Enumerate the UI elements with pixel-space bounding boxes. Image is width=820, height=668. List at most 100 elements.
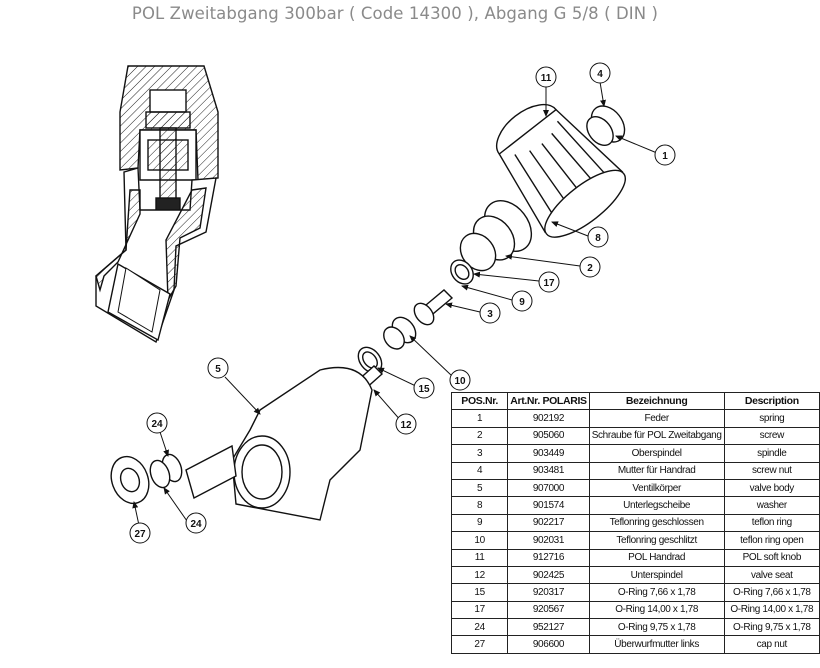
callout-3: 3 <box>479 302 501 324</box>
callout-2: 2 <box>579 256 601 278</box>
callout-12: 12 <box>395 413 417 435</box>
svg-text:2: 2 <box>587 263 593 274</box>
table-cell: 920567 <box>507 600 590 620</box>
header-article: Art.Nr. POLARIS <box>507 391 590 411</box>
table-cell: O-Ring 9,75 x 1,78 <box>588 618 725 637</box>
table-cell: 8 <box>450 496 509 515</box>
table-cell: POL Handrad <box>588 548 725 567</box>
callout-leaders <box>132 81 658 531</box>
parts-table: POS.Nr. Art.Nr. POLARIS Bezeichnung Desc… <box>450 391 820 654</box>
table-cell: 920317 <box>507 583 590 602</box>
table-cell: screw <box>723 426 820 446</box>
table-cell: POL soft knob <box>723 548 820 567</box>
table-cell: Oberspindel <box>588 444 725 463</box>
callout-10: 10 <box>449 369 471 391</box>
table-cell: O-Ring 9,75 x 1,78 <box>723 618 820 637</box>
table-cell: 902425 <box>507 565 590 585</box>
table-cell: spindle <box>723 444 820 463</box>
table-cell: Schraube für POL Zweitabgang <box>588 426 725 446</box>
table-cell: 4 <box>450 461 509 480</box>
table-cell: 24 <box>450 618 509 637</box>
table-cell: 912716 <box>507 548 590 567</box>
table-cell: 906600 <box>507 635 590 654</box>
table-cell: 903449 <box>507 444 590 463</box>
svg-text:10: 10 <box>454 376 466 387</box>
svg-text:17: 17 <box>543 278 555 289</box>
table-cell: Unterspindel <box>588 565 725 585</box>
callout-9: 9 <box>511 290 533 312</box>
table-cell: 901574 <box>507 496 590 515</box>
table-cell: 3 <box>450 444 509 463</box>
callout-15: 15 <box>413 377 435 399</box>
table-cell: 10 <box>450 531 509 550</box>
table-cell: 11 <box>450 548 509 567</box>
callout-bubbles: 11 4 1 8 2 17 9 3 10 5 15 12 24 24 27 <box>129 62 676 544</box>
table-cell: 905060 <box>507 426 590 446</box>
callout-8: 8 <box>587 226 609 248</box>
table-cell: Überwurfmutter links <box>588 635 725 654</box>
svg-text:9: 9 <box>519 297 525 308</box>
exploded-parts <box>110 103 626 521</box>
table-cell: Feder <box>588 409 725 428</box>
page-title: POL Zweitabgang 300bar ( Code 14300 ), A… <box>131 4 659 23</box>
handwheel-part <box>496 103 626 238</box>
table-header-row: POS.Nr. Art.Nr. POLARIS Bezeichnung Desc… <box>450 391 820 411</box>
table-cell: Unterlegscheibe <box>588 496 725 515</box>
svg-text:12: 12 <box>400 420 412 431</box>
table-cell: O-Ring 7,66 x 1,78 <box>588 583 725 602</box>
table-cell: teflon ring open <box>723 531 820 550</box>
table-cell: valve body <box>723 478 820 498</box>
table-cell: 17 <box>450 600 509 620</box>
table-cell: washer <box>723 496 820 515</box>
table-cell: cap nut <box>723 635 820 654</box>
table-cell: 952127 <box>507 618 590 637</box>
table-cell: Teflonring geschlitzt <box>588 531 725 550</box>
table-cell: O-Ring 14,00 x 1,78 <box>723 600 820 620</box>
table-cell: 903481 <box>507 461 590 480</box>
svg-text:8: 8 <box>595 233 601 244</box>
table-cell: screw nut <box>723 461 820 480</box>
table-cell: Teflonring geschlossen <box>588 513 725 533</box>
svg-text:27: 27 <box>134 529 146 540</box>
svg-text:11: 11 <box>541 73 552 84</box>
table-cell: 9 <box>450 513 509 533</box>
svg-text:15: 15 <box>418 384 430 395</box>
svg-text:5: 5 <box>215 364 221 375</box>
callout-11: 11 <box>535 66 557 88</box>
svg-text:24: 24 <box>190 519 202 530</box>
table-cell: 2 <box>450 426 509 446</box>
table-cell: 907000 <box>507 478 590 498</box>
table-cell: 902031 <box>507 531 590 550</box>
table-cell: 15 <box>450 583 509 602</box>
table-cell: O-Ring 7,66 x 1,78 <box>723 583 820 602</box>
table-cell: spring <box>723 409 820 428</box>
svg-text:24: 24 <box>151 419 163 430</box>
callout-1: 1 <box>654 144 676 166</box>
header-description: Description <box>723 391 820 411</box>
table-cell: teflon ring <box>723 513 820 533</box>
table-cell: Mutter für Handrad <box>588 461 725 480</box>
svg-text:3: 3 <box>487 309 493 320</box>
callout-5: 5 <box>207 357 229 379</box>
callout-17: 17 <box>538 271 560 293</box>
callout-24-bottom: 24 <box>185 512 207 534</box>
table-cell: 1 <box>450 409 509 428</box>
callout-24-top: 24 <box>146 412 168 434</box>
table-cell: valve seat <box>723 565 820 585</box>
callout-27: 27 <box>129 522 151 544</box>
table-cell: Ventilkörper <box>588 478 725 498</box>
table-cell: 12 <box>450 565 509 585</box>
table-cell: 27 <box>450 635 509 654</box>
